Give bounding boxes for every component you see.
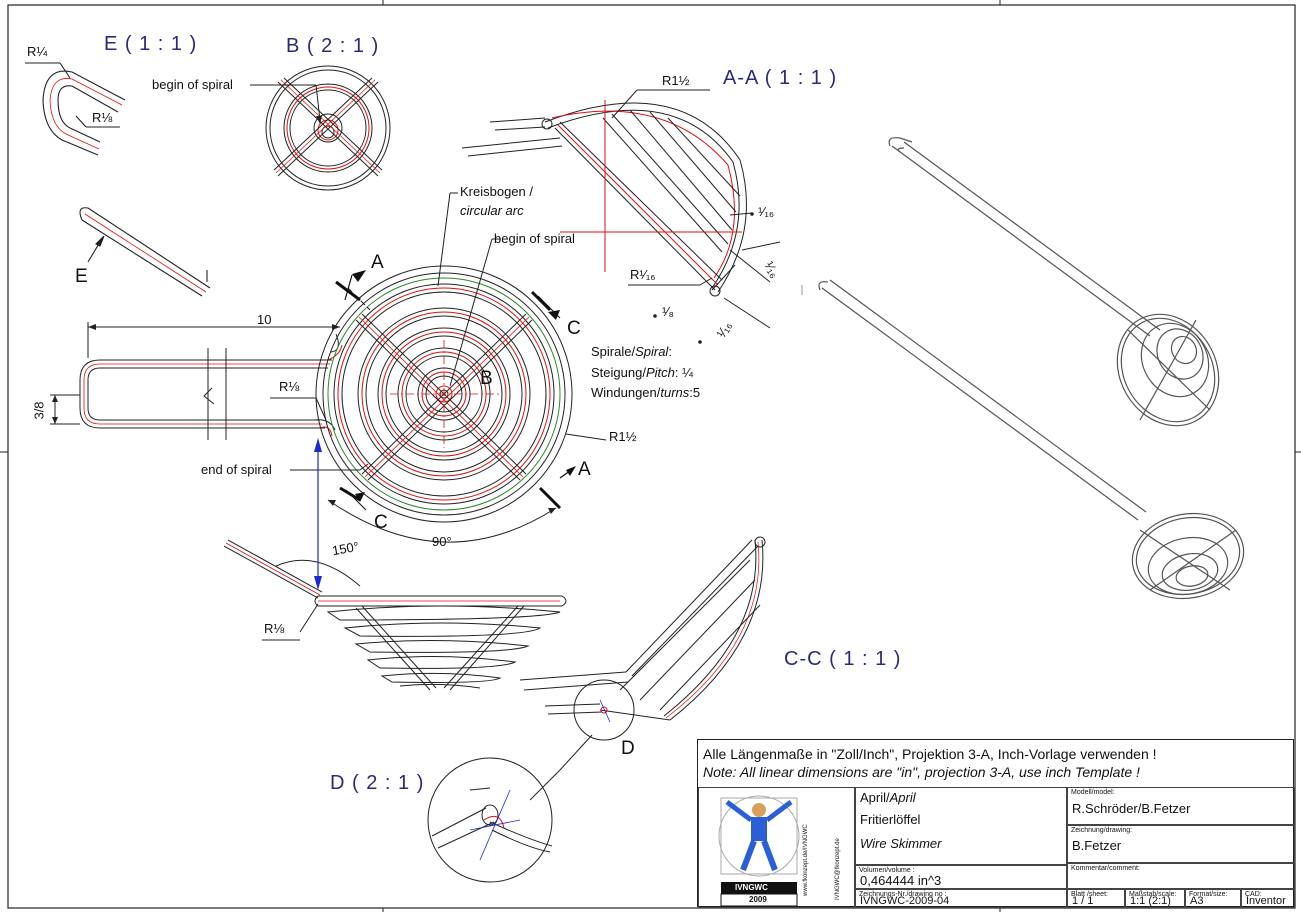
view-label-d: D ( 2 : 1 ) [330, 772, 425, 794]
sheet-label: Blatt /sheet: [1071, 891, 1108, 898]
model-value: R.Schröder/B.Fetzer [1072, 801, 1191, 816]
logo-web: www.fkonzept.de/IVNGWC [803, 824, 809, 896]
part-name-english: Wire Skimmer [860, 836, 942, 851]
detail-marker-e: E [75, 266, 88, 287]
view-label-b: B ( 2 : 1 ) [286, 35, 380, 57]
section-marker-c-top: C [567, 318, 581, 339]
cad-value: Inventor [1246, 895, 1286, 907]
sheet-border [7, 4, 1296, 909]
detail-marker-b: B [480, 368, 493, 389]
model-label: Modell/model: [1071, 789, 1115, 796]
top-view [50, 192, 607, 543]
detail-d-circle [427, 757, 561, 883]
detail-e-bend [25, 62, 126, 156]
format-value: A3 [1190, 895, 1204, 907]
comment-cell: Kommentar/comment: [1067, 863, 1295, 889]
section-c-c [519, 536, 766, 771]
title-block: Alle Längenmaße in "Zoll/Inch", Projekti… [697, 739, 1295, 908]
dim-eighth-aa: ¹⁄₈ [662, 304, 674, 319]
dim-angle-90: 90° [432, 534, 452, 549]
radius-one-half-aa: R1½ [662, 73, 690, 88]
view-label-e: E ( 1 : 1 ) [104, 33, 198, 55]
drawing-no-value: IVNGWC-2009-04 [860, 895, 950, 907]
cad-cell: CAD: Inventor [1241, 889, 1295, 908]
comment-label: Kommentar/comment: [1071, 865, 1140, 872]
dim-length-10: 10 [257, 312, 272, 327]
view-label-a-a: A-A ( 1 : 1 ) [723, 67, 838, 89]
drawing-no-cell: Zeichnungs-Nr./drawing no : IVNGWC-2009-… [855, 889, 1067, 908]
end-of-spiral: end of spiral [201, 462, 272, 477]
drawing-cell: Zeichnung/drawing: B.Fetzer [1067, 825, 1295, 863]
drawing-no-label: Zeichnungs-Nr./drawing no : [859, 891, 947, 898]
radius-eighth-main: R⅛ [279, 379, 300, 394]
format-label: Format/size: [1189, 891, 1228, 898]
scale-cell: Maßstab/scale: 1:1 (2:1) [1125, 889, 1185, 908]
section-marker-a-top: A [371, 252, 384, 273]
volume-cell: Volumen/volume : 0,464444 in^3 [855, 865, 1067, 889]
drawing-label: Zeichnung/drawing: [1071, 827, 1133, 834]
sheet-value: 1 / 1 [1072, 895, 1094, 907]
scale-value: 1:1 (2:1) [1130, 895, 1171, 907]
section-marker-c-bottom: C [374, 512, 388, 533]
dim-sixteenth-1: ¹⁄₁₆ [758, 204, 775, 219]
radius-one-half-main: R1½ [609, 429, 637, 444]
logo-text: IVNGWC [735, 883, 768, 892]
note-english: Note: All linear dimensions are "in", pr… [703, 764, 1140, 780]
detail-marker-d: D [621, 738, 635, 759]
title-cell: April/April Fritierlöffel Wire Skimmer [855, 787, 1067, 865]
cad-label: CAD: [1245, 891, 1262, 898]
kreisbogen-label: Kreisbogen / [460, 184, 533, 199]
logo-mail: IVNGWC@fkonzept.de [835, 838, 841, 900]
note-german: Alle Längenmaße in "Zoll/Inch", Projekti… [703, 746, 1157, 762]
part-name-german: Fritierlöffel [860, 812, 921, 827]
iso-view-lower [818, 279, 1245, 600]
radius-eighth-side: R⅛ [264, 621, 285, 636]
iso-view-upper [888, 137, 1220, 427]
begin-of-spiral-b: begin of spiral [152, 77, 233, 92]
detail-b-circle [250, 65, 391, 191]
radius-quarter: R¼ [27, 44, 48, 59]
date-label: April/April [860, 790, 916, 805]
volume-value: 0,464444 in^3 [860, 873, 942, 888]
view-label-c-c: C-C ( 1 : 1 ) [784, 648, 902, 670]
radius-sixteenth: R¹⁄₁₆ [630, 267, 656, 282]
section-a-a [461, 89, 803, 329]
format-cell: Format/size: A3 [1185, 889, 1241, 908]
spiral-info-1: Spirale/Spiral: [591, 344, 672, 359]
drawing-value: B.Fetzer [1072, 838, 1122, 853]
spiral-info-pitch: Steigung/Pitch: ¼ [591, 365, 693, 380]
spiral-info-turns: Windungen/turns:5 [591, 385, 701, 400]
volume-label: Volumen/volume : [859, 867, 915, 874]
radius-eighth-e: R⅛ [92, 110, 113, 125]
model-cell: Modell/model: R.Schröder/B.Fetzer [1067, 787, 1295, 825]
section-marker-a-bottom: A [578, 459, 591, 480]
logo-year: 2009 [749, 895, 767, 904]
rod-segment-e [79, 207, 211, 297]
vitruvian-logo [718, 795, 800, 907]
begin-of-spiral-main: begin of spiral [494, 231, 575, 246]
dim-three-eighths: 3/8 [31, 401, 47, 420]
logo-cell: IVNGWC 2009 www.fkonzept.de/IVNGWC IVNGW… [698, 787, 855, 908]
scale-label: Maßstab/scale: [1129, 891, 1177, 898]
sheet-cell: Blatt /sheet: 1 / 1 [1067, 889, 1125, 908]
circular-arc-label: circular arc [460, 203, 524, 218]
side-view [223, 438, 567, 691]
